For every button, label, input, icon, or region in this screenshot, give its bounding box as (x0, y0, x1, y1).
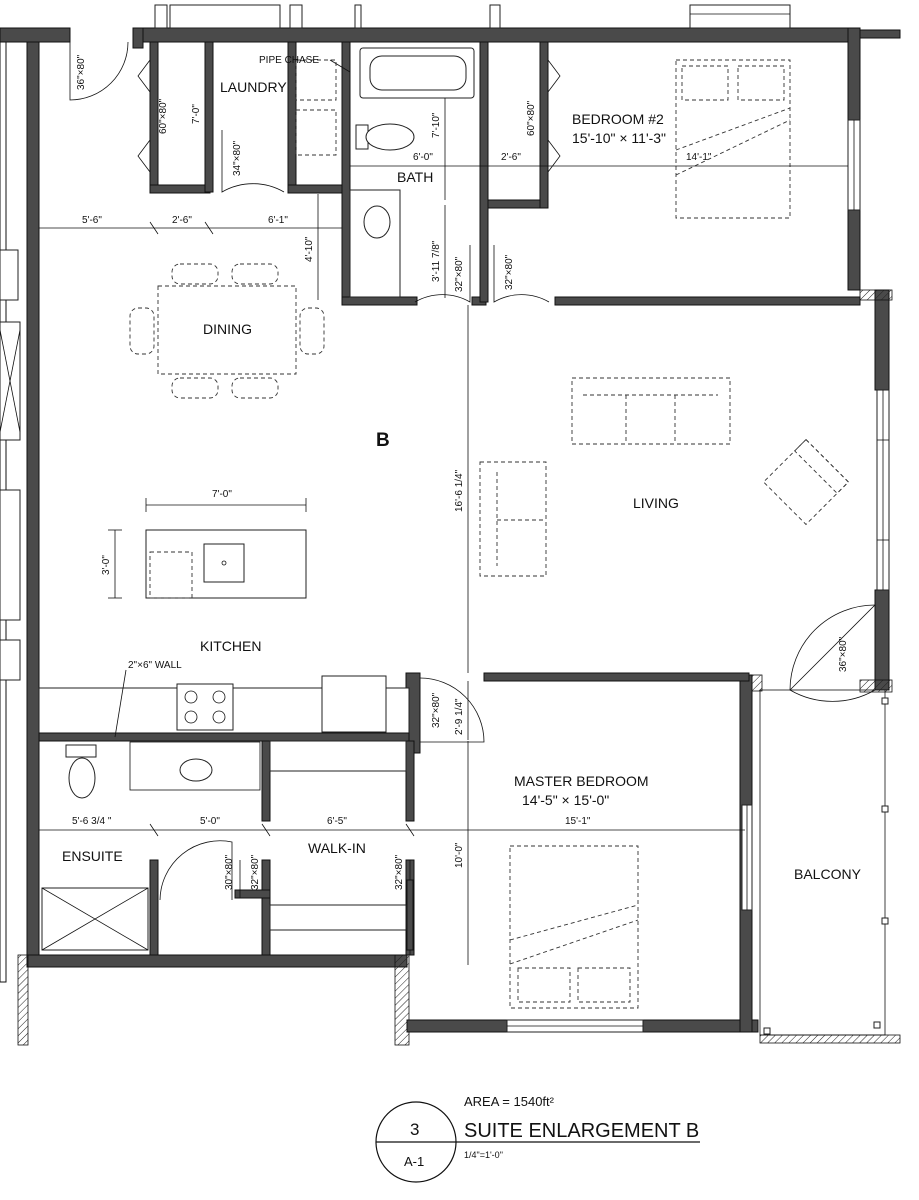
dim-7-0-a: 7'-0" (191, 104, 202, 124)
drawing-title: SUITE ENLARGEMENT B (464, 1120, 699, 1142)
door-tag-entry: 36"×80" (76, 54, 87, 90)
walls (0, 27, 901, 1046)
dimension-labels: 5'-6" 2'-6" 6'-1" 4'-10" 7'-0" 7'-10" 6'… (72, 104, 712, 868)
drawing-scale: 1/4"=1'-0" (464, 1150, 503, 1160)
door-tag-closet-bed2: 60"×80" (526, 100, 537, 136)
dim-6-1: 6'-1" (268, 215, 288, 226)
room-labels: LAUNDRY PIPE CHASE BATH BEDROOM #2 15'-1… (62, 55, 862, 882)
balcony-label: BALCONY (794, 866, 862, 882)
dim-3-0: 3'-0" (101, 555, 112, 575)
living-label: LIVING (633, 495, 679, 511)
dim-6-0: 6'-0" (413, 152, 433, 163)
dim-14-1: 14'-1" (686, 152, 712, 163)
bath-label: BATH (397, 169, 433, 185)
door-tag-bed2: 32"×80" (504, 254, 515, 290)
kitchen-label: KITCHEN (200, 638, 261, 654)
door-tag-master: 32"×80" (431, 692, 442, 728)
dim-2-6-a: 2'-6" (172, 215, 192, 226)
door-tag-laundry: 34"×80" (232, 140, 243, 176)
fixtures (41, 47, 475, 951)
dim-15-1: 15'-1" (565, 816, 591, 827)
dim-3-11-7-8: 3'-11 7/8" (431, 240, 442, 282)
dim-2-6-b: 2'-6" (501, 152, 521, 163)
suite-letter: B (376, 430, 390, 451)
dim-5-6: 5'-6" (82, 215, 102, 226)
wall-note: 2"×6" WALL (128, 660, 182, 671)
dining-label: DINING (203, 321, 252, 337)
title-block: AREA = 1540ft² 3 A-1 SUITE ENLARGEMENT B… (375, 1094, 700, 1183)
master-bedroom-label: MASTER BEDROOM (514, 773, 649, 789)
dim-7-10: 7'-10" (431, 112, 442, 138)
door-tag-ensuite-shower: 30"×80" (224, 854, 235, 890)
door-tag-closet-laundry: 60"×80" (158, 98, 169, 134)
dim-7-0-b: 7'-0" (212, 489, 232, 500)
dim-5-0: 5'-0" (200, 816, 220, 827)
bedroom2-label: BEDROOM #2 (572, 111, 664, 127)
interior-walls (38, 4, 861, 956)
sheet-number: A-1 (404, 1154, 424, 1169)
dim-10-0: 10'-0" (454, 842, 465, 868)
door-tag-walkin: 32"×80" (394, 854, 405, 890)
door-tag-bath: 32"×80" (454, 256, 465, 292)
door-tag-balcony: 36"×80" (838, 636, 849, 672)
master-bedroom-size: 14'-5" × 15'-0" (522, 792, 609, 808)
pipe-chase-label: PIPE CHASE (259, 55, 319, 66)
ensuite-label: ENSUITE (62, 848, 123, 864)
dim-2-9-1-4: 2'-9 1/4" (454, 698, 465, 735)
doors (69, 41, 876, 955)
dim-5-6-3-4: 5'-6 3/4 " (72, 816, 112, 827)
door-tags: 36"×80" 60"×80" 34"×80" 60"×80" 32"×80" … (76, 54, 849, 890)
drawing-number: 3 (410, 1120, 419, 1139)
dim-16-6-1-4: 16'-6 1/4" (454, 469, 465, 512)
door-tag-ensuite: 32"×80" (250, 854, 261, 890)
bedroom2-size: 15'-10" × 11'-3" (572, 130, 666, 146)
dim-6-5: 6'-5" (327, 816, 347, 827)
laundry-label: LAUNDRY (220, 79, 287, 95)
area-label: AREA = 1540ft² (464, 1094, 555, 1109)
dim-4-10: 4'-10" (304, 236, 315, 262)
dimension-lines (39, 98, 848, 965)
walkin-label: WALK-IN (308, 840, 366, 856)
